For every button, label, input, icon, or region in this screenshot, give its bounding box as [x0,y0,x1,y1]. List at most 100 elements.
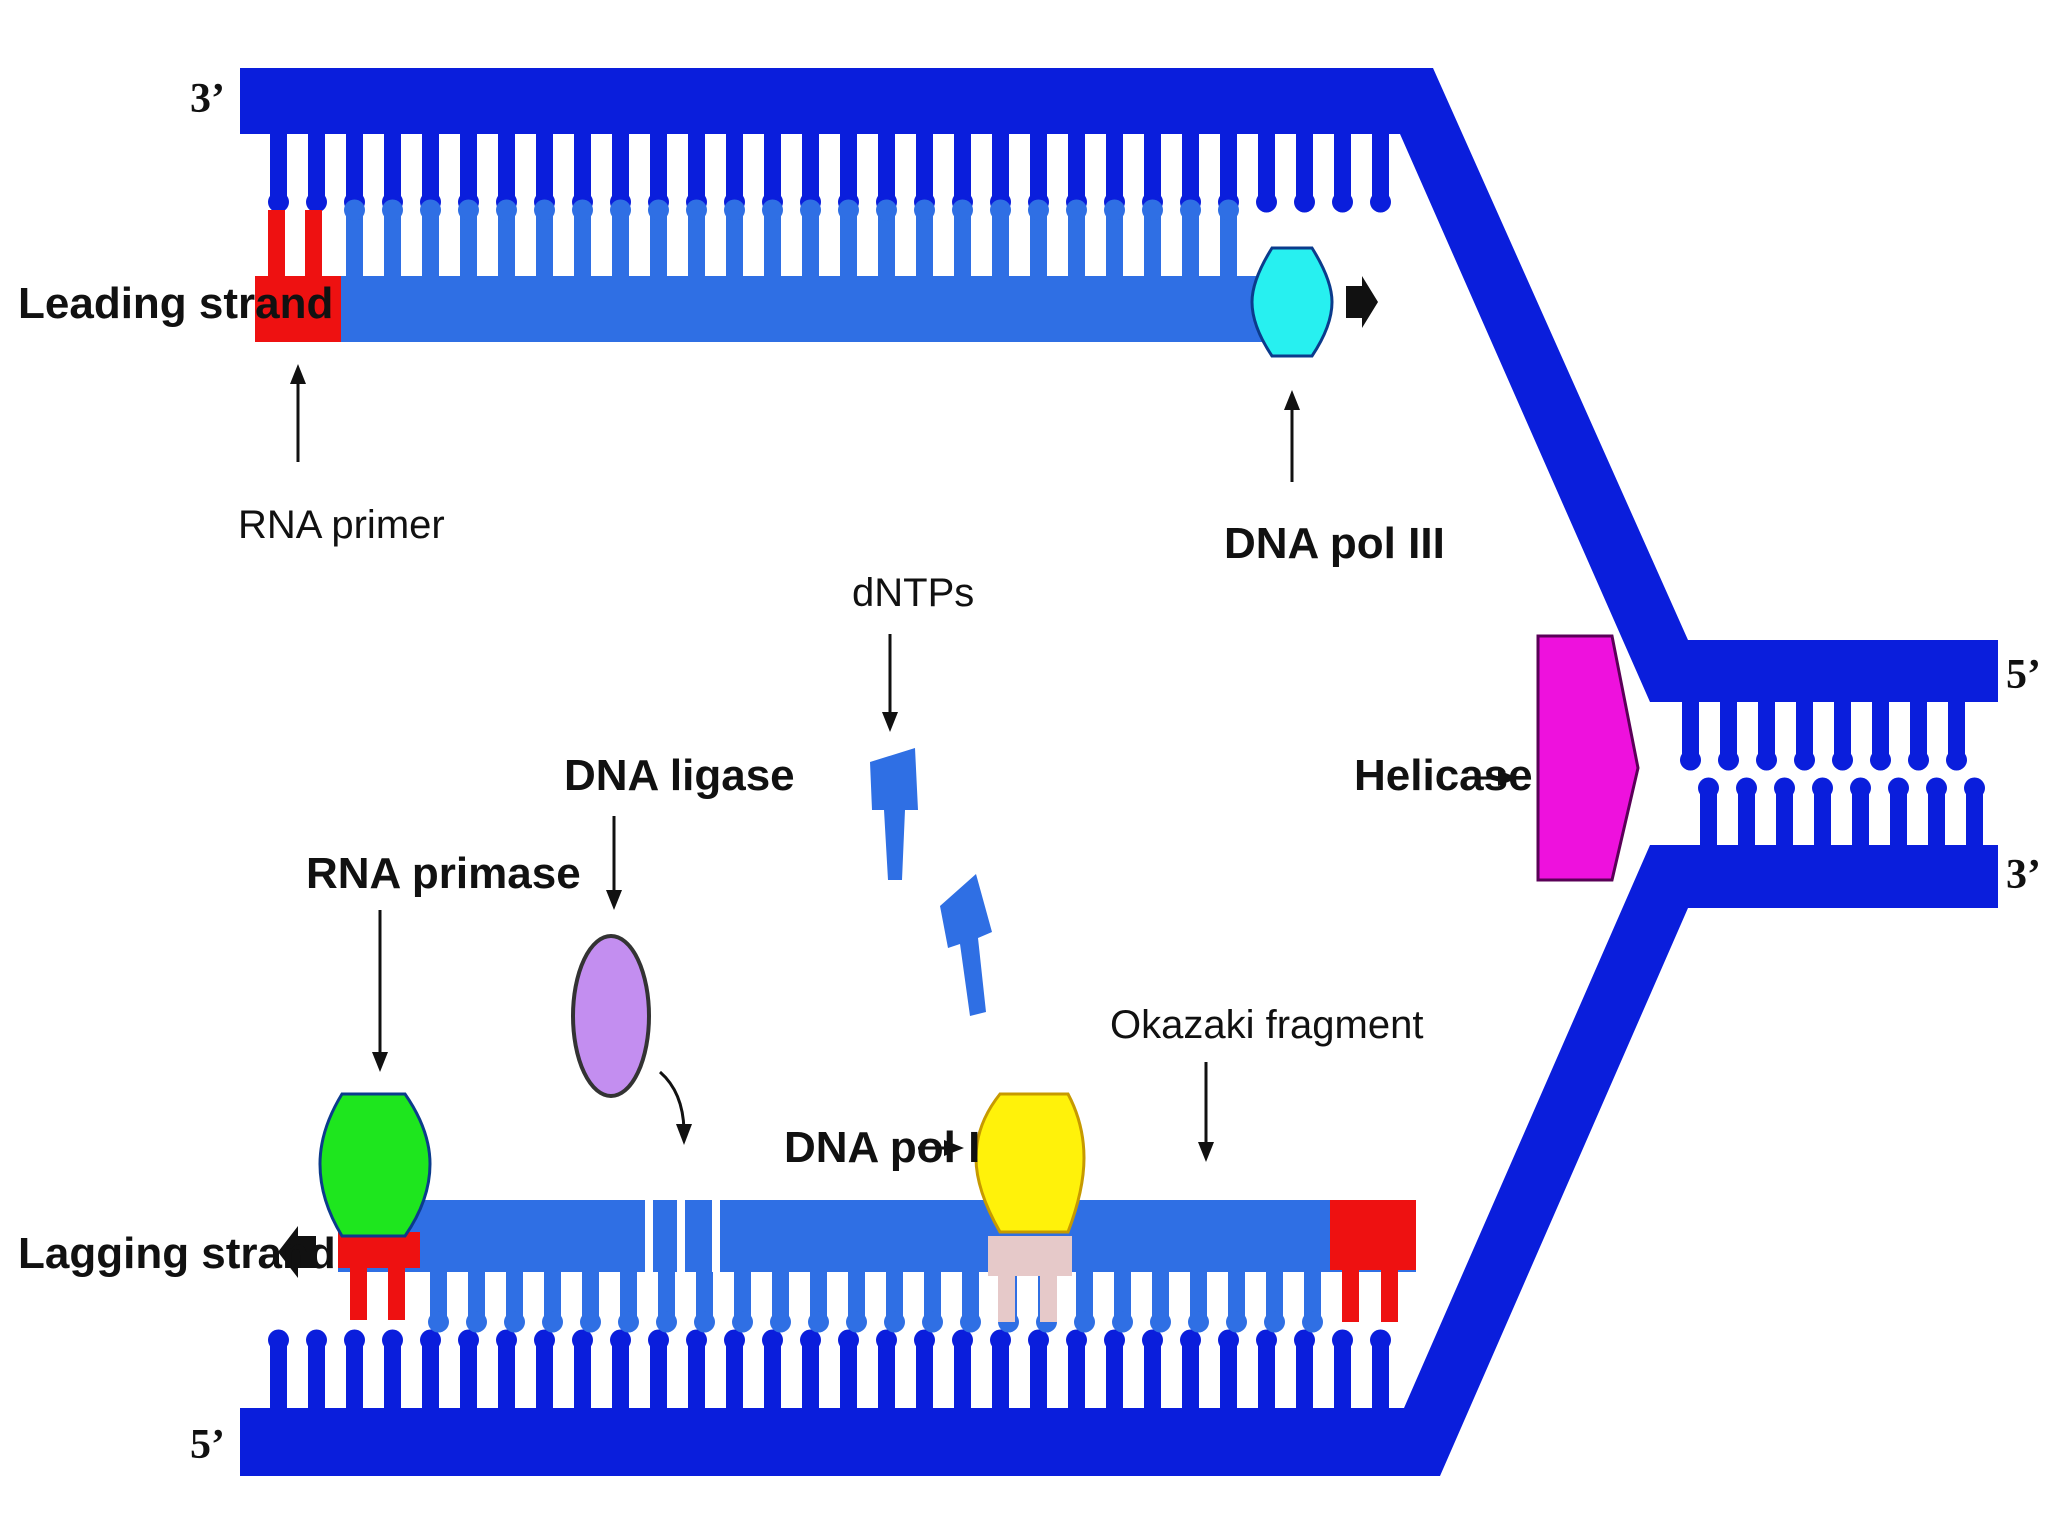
base-tooth [1852,788,1869,846]
base-tooth-tip [1794,749,1815,771]
base-tooth [1106,132,1123,202]
right-bottom-end-label: 3’ [2006,852,2041,898]
base-tooth-tip [656,1311,677,1333]
dntps-label: dNTPs [852,571,974,615]
lagging-primer-left-tooth-1 [350,1268,367,1320]
leading-rna-primer [255,276,341,342]
base-tooth-tip [1294,1329,1315,1351]
base-tooth-tip [420,1329,441,1351]
base-tooth [764,132,781,202]
base-tooth [1776,788,1793,846]
base-tooth-tip [1218,1329,1239,1351]
base-tooth [422,1340,439,1410]
dna-pol-iii-label: DNA pol III [1224,519,1445,568]
arrow-right-icon [1346,276,1378,328]
base-tooth [992,210,1009,278]
base-tooth-tip [876,199,897,221]
base-tooth-tip [838,1329,859,1351]
base-tooth-tip [618,1311,639,1333]
dntp-2 [940,874,992,1016]
base-tooth [1796,700,1813,760]
base-tooth-tip [1870,749,1891,771]
base-tooth [1114,1270,1131,1322]
ligase-curved-arrow [659,1070,686,1131]
base-tooth-tip [686,1329,707,1351]
leading-new-bases [344,199,1239,278]
base-tooth-tip [1888,777,1909,799]
base-tooth [536,210,553,278]
base-tooth-tip [648,199,669,221]
bottom-backbone [240,845,1998,1476]
base-tooth-tip [952,1329,973,1351]
base-tooth-tip [1264,1311,1285,1333]
lagging-strand-label: Lagging strand [18,1229,336,1278]
base-tooth [1910,700,1927,760]
base-tooth-tip [1226,1311,1247,1333]
base-tooth-tip [1180,1329,1201,1351]
base-tooth-tip [960,1311,981,1333]
base-tooth-tip [648,1329,669,1351]
dna-pol-i-arrowhead [944,1140,964,1156]
base-tooth [1266,1270,1283,1322]
base-tooth-tip [496,199,517,221]
okazaki-fragment-label: Okazaki fragment [1110,1003,1423,1047]
base-tooth-tip [458,199,479,221]
base-tooth [764,210,781,278]
base-tooth-tip [1074,1311,1095,1333]
nick-1 [645,1200,653,1272]
nick-2 [677,1200,685,1272]
base-tooth-tip [382,199,403,221]
base-tooth [734,1270,751,1322]
base-tooth-tip [1680,749,1701,771]
base-tooth [1220,210,1237,278]
base-tooth [696,1270,713,1322]
base-tooth-tip [846,1311,867,1333]
base-tooth-tip [1066,1329,1087,1351]
base-tooth [1106,210,1123,278]
base-tooth [1372,1340,1389,1410]
top-parental-strand [240,68,1998,702]
base-tooth-tip [990,199,1011,221]
base-tooth-tip [466,1311,487,1333]
base-tooth-tip [1370,1329,1391,1351]
arrow-left-icon [278,1226,316,1278]
base-tooth [620,1270,637,1322]
nick-3 [712,1200,720,1272]
base-tooth-tip [1812,777,1833,799]
base-tooth [1220,1340,1237,1410]
bottom-bases [268,1329,1391,1410]
base-tooth [650,132,667,202]
base-tooth-tip [382,1329,403,1351]
dna-pol-iii-arrowhead [1284,390,1300,410]
base-tooth [1966,788,1983,846]
base-tooth [954,210,971,278]
base-tooth-tip [1946,749,1967,771]
helicase-shape [1536,634,1640,882]
base-tooth-tip [1104,1329,1125,1351]
base-tooth [848,1270,865,1322]
base-tooth [612,1340,629,1410]
base-tooth [1106,1340,1123,1410]
base-tooth [1068,210,1085,278]
base-tooth-tip [724,1329,745,1351]
base-tooth-tip [770,1311,791,1333]
base-tooth-tip [572,199,593,221]
base-tooth [270,1340,287,1410]
base-tooth [1296,132,1313,202]
base-tooth [916,1340,933,1410]
base-tooth [582,1270,599,1322]
lagging-new-strand-body [338,1200,1416,1272]
base-tooth [688,210,705,278]
base-tooth [1152,1270,1169,1322]
base-tooth [992,132,1009,202]
base-tooth-tip [1104,199,1125,221]
base-tooth [1334,132,1351,202]
base-tooth-tip [1294,191,1315,213]
base-tooth [924,1270,941,1322]
base-tooth [384,132,401,202]
top-left-end-label: 3’ [190,76,225,122]
base-tooth [308,132,325,202]
base-tooth [1182,132,1199,202]
base-tooth-tip [610,199,631,221]
base-tooth [840,1340,857,1410]
